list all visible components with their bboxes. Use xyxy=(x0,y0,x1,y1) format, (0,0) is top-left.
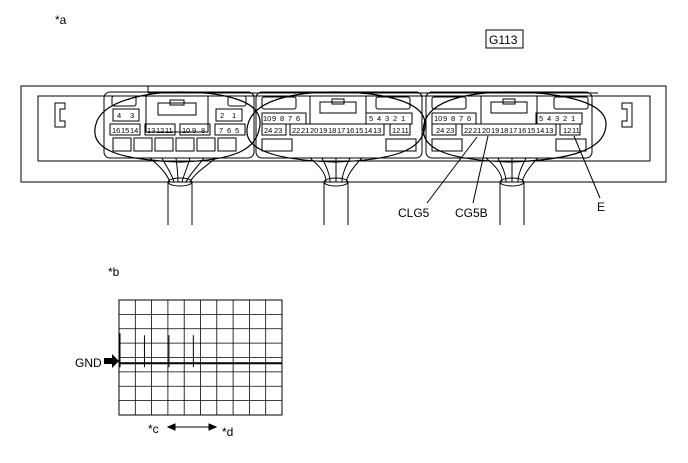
connector-a-pins: 4 3 2 1 16 15 14 13 12 11 10 9 8 7 6 5 xyxy=(112,111,239,135)
svg-text:19: 19 xyxy=(491,126,499,135)
svg-text:3: 3 xyxy=(130,111,134,120)
gnd-arrow-icon xyxy=(104,354,119,368)
svg-text:10: 10 xyxy=(263,114,271,123)
svg-text:5: 5 xyxy=(369,114,373,123)
connector-id: G113 xyxy=(489,33,518,47)
svg-text:3: 3 xyxy=(385,114,389,123)
callout-lines xyxy=(426,135,601,204)
svg-text:22: 22 xyxy=(464,126,472,135)
svg-text:2: 2 xyxy=(393,114,397,123)
svg-text:14: 14 xyxy=(364,126,372,135)
svg-text:6: 6 xyxy=(296,114,300,123)
svg-text:18: 18 xyxy=(500,126,508,135)
svg-text:16: 16 xyxy=(346,126,354,135)
connector-c xyxy=(425,91,593,159)
svg-text:4: 4 xyxy=(547,114,551,123)
scope-screen xyxy=(118,299,283,416)
label-gnd: GND xyxy=(75,356,102,370)
svg-text:10: 10 xyxy=(182,126,190,135)
time-span-arrow-icon xyxy=(166,423,218,431)
svg-text:11: 11 xyxy=(165,126,173,135)
svg-text:24: 24 xyxy=(264,126,272,135)
label-c: *c xyxy=(148,422,159,436)
svg-text:13: 13 xyxy=(147,126,155,135)
connector-id-box: G113 xyxy=(485,29,524,49)
svg-text:1: 1 xyxy=(401,114,405,123)
svg-text:12: 12 xyxy=(392,126,400,135)
svg-text:17: 17 xyxy=(337,126,345,135)
svg-text:1: 1 xyxy=(232,111,236,120)
connector-b-pins: 10 9 8 7 6 5 4 3 2 1 24 23 22 21 20 19 1… xyxy=(263,114,409,135)
label-clg5: CLG5 xyxy=(398,206,430,220)
svg-text:16: 16 xyxy=(112,126,120,135)
svg-text:8: 8 xyxy=(280,114,284,123)
svg-text:5: 5 xyxy=(235,126,239,135)
svg-text:19: 19 xyxy=(319,126,327,135)
svg-text:7: 7 xyxy=(219,126,223,135)
svg-text:2: 2 xyxy=(220,111,224,120)
connector-a xyxy=(103,91,255,159)
svg-text:12: 12 xyxy=(563,126,571,135)
svg-text:7: 7 xyxy=(459,114,463,123)
svg-text:20: 20 xyxy=(310,126,318,135)
svg-text:23: 23 xyxy=(274,126,282,135)
svg-text:6: 6 xyxy=(467,114,471,123)
svg-text:21: 21 xyxy=(301,126,309,135)
svg-text:13: 13 xyxy=(373,126,381,135)
svg-text:6: 6 xyxy=(227,126,231,135)
svg-text:13: 13 xyxy=(545,126,553,135)
scope-trace xyxy=(119,333,282,368)
svg-text:12: 12 xyxy=(156,126,164,135)
svg-text:17: 17 xyxy=(509,126,517,135)
svg-text:14: 14 xyxy=(130,126,138,135)
svg-text:20: 20 xyxy=(482,126,490,135)
svg-text:22: 22 xyxy=(292,126,300,135)
svg-text:8: 8 xyxy=(201,126,205,135)
svg-text:2: 2 xyxy=(563,114,567,123)
connector-b xyxy=(255,91,423,159)
svg-text:9: 9 xyxy=(443,114,447,123)
svg-text:16: 16 xyxy=(518,126,526,135)
svg-text:15: 15 xyxy=(355,126,363,135)
svg-text:15: 15 xyxy=(121,126,129,135)
svg-text:5: 5 xyxy=(539,114,543,123)
svg-text:8: 8 xyxy=(451,114,455,123)
svg-text:18: 18 xyxy=(328,126,336,135)
probe-loops xyxy=(94,91,607,163)
scope-grid xyxy=(119,300,282,415)
svg-text:9: 9 xyxy=(192,126,196,135)
svg-text:24: 24 xyxy=(436,126,444,135)
svg-text:3: 3 xyxy=(555,114,559,123)
svg-text:21: 21 xyxy=(473,126,481,135)
label-b: *b xyxy=(108,265,120,279)
svg-text:14: 14 xyxy=(536,126,544,135)
label-d: *d xyxy=(222,425,233,439)
svg-text:10: 10 xyxy=(434,114,442,123)
svg-text:11: 11 xyxy=(572,126,580,135)
svg-text:4: 4 xyxy=(377,114,381,123)
svg-text:15: 15 xyxy=(527,126,535,135)
label-cg5b: CG5B xyxy=(455,206,488,220)
svg-text:23: 23 xyxy=(446,126,454,135)
connector-c-pins: 10 9 8 7 6 5 4 3 2 1 24 23 22 21 20 19 1… xyxy=(434,114,580,135)
svg-text:1: 1 xyxy=(571,114,575,123)
svg-text:7: 7 xyxy=(288,114,292,123)
svg-text:4: 4 xyxy=(117,111,121,120)
svg-text:11: 11 xyxy=(401,126,409,135)
wire-harnesses xyxy=(149,157,539,225)
label-a: *a xyxy=(55,13,67,27)
svg-text:9: 9 xyxy=(272,114,276,123)
label-e: E xyxy=(597,200,605,214)
